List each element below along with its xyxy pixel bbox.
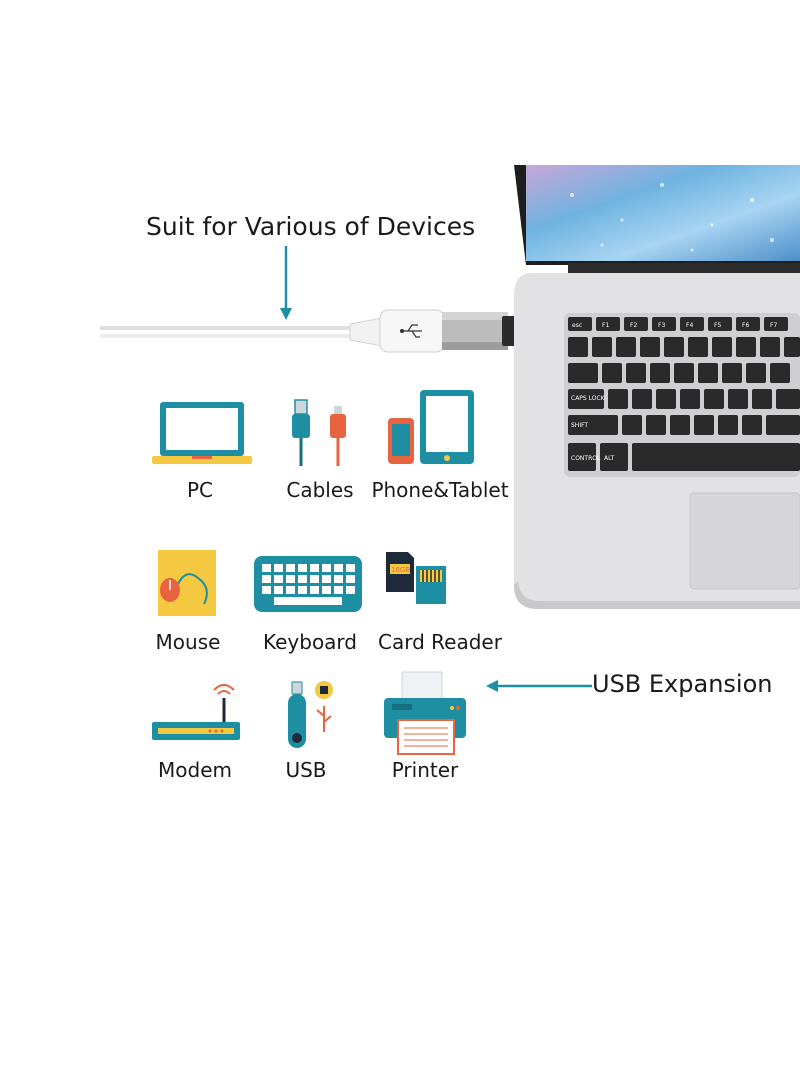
left-arrow-icon (486, 680, 592, 692)
usb-cables-icon (292, 399, 346, 466)
laptop-illustration: esc F1 F2 F3 F4 F5 F6 F7 CAPS LOC (514, 165, 800, 609)
device-label-mouse: Mouse (155, 630, 221, 654)
device-label-pc: PC (186, 478, 214, 502)
key-alt: ALT (604, 455, 615, 462)
printer-icon (384, 671, 466, 755)
device-label-modem: Modem (158, 758, 232, 782)
device-label-cables: Cables (286, 478, 354, 502)
usb-adapter-cable (100, 309, 516, 353)
phone-tablet-icon (388, 390, 474, 464)
key-control: CONTROL (571, 455, 601, 462)
svg-text:F7: F7 (770, 322, 777, 329)
headline: Suit for Various of Devices (146, 212, 476, 241)
key-caps-lock: CAPS LOCK (571, 395, 606, 402)
modem-icon (152, 684, 240, 740)
device-label-phone-tablet: Phone&Tablet (371, 478, 509, 502)
usb-drive-icon (288, 681, 333, 748)
key-esc: esc (572, 322, 582, 329)
sd-card-label: 16GB (391, 566, 410, 574)
device-label-usb: USB (285, 758, 327, 782)
keyboard-fn-row: esc F1 F2 F3 F4 F5 F6 F7 (568, 317, 788, 331)
device-label-keyboard: Keyboard (262, 630, 357, 654)
usb-expansion-label: USB Expansion (592, 670, 773, 698)
down-arrow-icon (280, 246, 292, 320)
laptop-icon (152, 402, 252, 464)
device-label-card-reader: Card Reader (378, 630, 502, 654)
key-shift: SHIFT (571, 422, 588, 429)
svg-text:F1: F1 (602, 322, 609, 329)
svg-text:F5: F5 (714, 322, 721, 329)
card-reader-icon: 16GB (386, 552, 446, 604)
device-label-printer: Printer (391, 758, 459, 782)
svg-text:F3: F3 (658, 322, 665, 329)
mouse-icon (158, 550, 216, 616)
svg-text:F6: F6 (742, 322, 749, 329)
keyboard-icon (254, 556, 362, 612)
svg-text:F2: F2 (630, 322, 637, 329)
svg-text:F4: F4 (686, 322, 693, 329)
